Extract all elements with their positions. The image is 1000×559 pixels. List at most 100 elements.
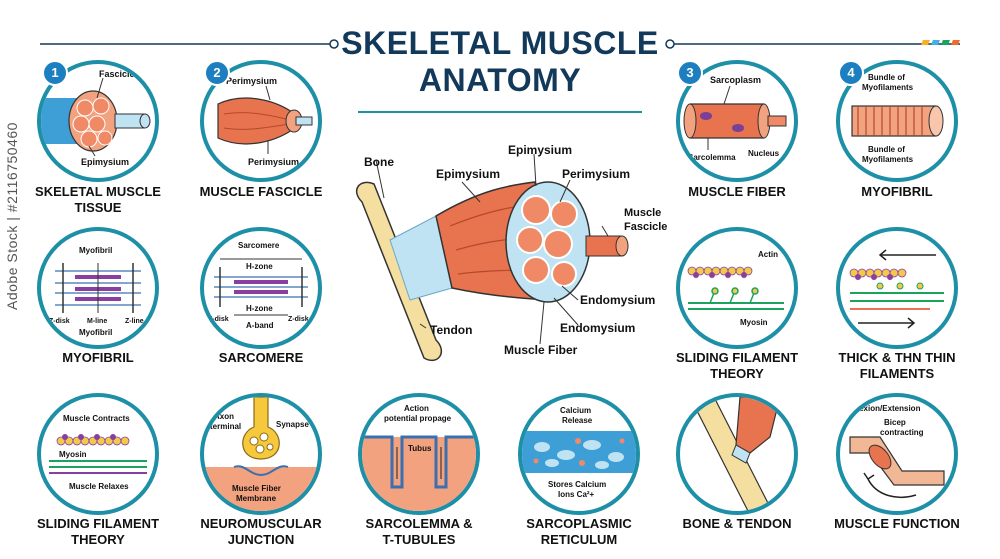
muscle-fiber-illustration: Sarcoplasm Sarcolemma Nucleus xyxy=(683,75,787,162)
callout-actin: Actin xyxy=(758,250,778,259)
callout-a-band: A-band xyxy=(246,321,274,330)
panel-label-line2: RETICULUM xyxy=(540,532,618,547)
panel-label-line2: TISSUE xyxy=(74,200,122,215)
callout-tubus: Tubus xyxy=(408,444,432,453)
panel-label-line1: SARCOPLASMIC xyxy=(526,516,632,531)
myofilament-bundle-illustration: Bundle of Myofilaments Bundle of Myofila… xyxy=(851,73,944,164)
center-label-endomysium-bottom: Endomysium xyxy=(560,321,635,335)
panel-label-line1: SLIDING FILAMENT xyxy=(36,516,160,531)
panel-label-line1: SARCOMERE xyxy=(218,350,304,365)
contraction-relaxation-illustration: Muscle Contracts Myosin Muscle Relaxes xyxy=(49,414,147,491)
fascicle-illustration: Perimysium Perimysium xyxy=(217,76,313,167)
sarcomere-illustration: Sarcomere H-zone H-zone Z-disk Z-disk A-… xyxy=(208,241,309,330)
illustration-circle: Sarcomere H-zone H-zone Z-disk Z-disk A-… xyxy=(200,227,322,349)
callout-membrane-1: Muscle Fiber xyxy=(232,484,281,493)
panel-label-line2: THEORY xyxy=(71,532,125,547)
panel-label-line1: MYOFIBRIL xyxy=(62,350,134,365)
illustration-circle: Sarcoplasm Sarcolemma Nucleus xyxy=(676,60,798,182)
panel-label-line1: MYOFIBRIL xyxy=(861,184,933,199)
panel-label-line1: MUSCLE FASCICLE xyxy=(199,184,323,199)
panel-label-line1: MUSCLE FIBER xyxy=(688,184,786,199)
callout-z-line: Z-line xyxy=(125,318,144,325)
callout-sarcomere: Sarcomere xyxy=(238,241,280,250)
callout-nucleus: Nucleus xyxy=(748,149,780,158)
center-muscle-anatomy-illustration: Bone Epimysium Epimysium Perimysium Musc… xyxy=(356,143,667,361)
center-label-epimysium-top: Epimysium xyxy=(508,143,572,157)
panel-label-line2: FILAMENTS xyxy=(859,366,935,381)
center-label-muscle-fiber: Muscle Fiber xyxy=(504,343,578,357)
callout-axon-2: terminal xyxy=(210,422,241,431)
center-label-perimysium: Perimysium xyxy=(562,167,630,181)
callout-myofibril-top: Myofibril xyxy=(79,246,112,255)
callout-perimysium-top: Perimysium xyxy=(226,76,277,86)
panel-label-line2: JUNCTION xyxy=(227,532,295,547)
t-tubules-illustration: Action potential propage Tubus xyxy=(362,404,476,511)
callout-stores-1: Stores Calcium xyxy=(548,480,606,489)
center-label-endomysium-right: Endomysium xyxy=(580,293,655,307)
step-badge: 4 xyxy=(838,60,864,86)
callout-bicep-1: Bicep xyxy=(884,418,906,427)
callout-myosin: Myosin xyxy=(59,450,87,459)
panel-label-line1: NEUROMUSCULAR xyxy=(200,516,322,531)
callout-bundle-top-2: Myofilaments xyxy=(862,83,914,92)
illustration-circle: Axon terminal Synapse Muscle Fiber Membr… xyxy=(200,393,322,515)
step-badge: 2 xyxy=(204,60,230,86)
panel-label-line2: T-TUBULES xyxy=(382,532,456,547)
callout-myosin: Myosin xyxy=(740,318,768,327)
callout-bundle-top-1: Bundle of xyxy=(868,73,905,82)
callout-release-2: Release xyxy=(562,416,593,425)
center-label-tendon: Tendon xyxy=(430,323,472,337)
illustration-circle xyxy=(836,227,958,349)
callout-action-1: Action xyxy=(404,404,429,413)
callout-synapse: Synapse xyxy=(276,420,309,429)
illustration-circle: Actin Myosin xyxy=(676,227,798,349)
panel-label-line2: THEORY xyxy=(710,366,764,381)
callout-sarcoplasm: Sarcoplasm xyxy=(710,75,761,85)
center-label-muscle-fascicle-2: Fascicle xyxy=(624,221,667,233)
center-label-muscle-fascicle-1: Muscle xyxy=(624,207,661,219)
reticulum-network-illustration: Calcium Release Stores Calcium Ions Ca²+ xyxy=(522,406,636,499)
panel-label-line1: SARCOLEMMA & xyxy=(365,516,473,531)
callout-bundle-bottom-1: Bundle of xyxy=(868,145,905,154)
callout-h-zone-bottom: H-zone xyxy=(246,304,273,313)
callout-epimysium: Epimysium xyxy=(81,157,129,167)
callout-z-disk: Z-disk xyxy=(49,318,70,325)
panel-label-line1: MUSCLE FUNCTION xyxy=(834,516,960,531)
bone-tendon-illustration xyxy=(689,397,781,511)
illustration-circle xyxy=(676,393,798,515)
callout-fascicle: Fascicle xyxy=(99,69,135,79)
callout-myofibril-bottom: Myofibril xyxy=(79,328,112,337)
center-label-epimysium-left: Epimysium xyxy=(436,167,500,181)
callout-m-line: M-line xyxy=(87,318,107,325)
step-badge: 3 xyxy=(677,60,703,86)
panel-label-line1: BONE & TENDON xyxy=(682,516,792,531)
callout-z-disk-left: Z-disk xyxy=(208,316,229,323)
thick-thin-filaments-illustration xyxy=(849,249,944,329)
header-rule-left xyxy=(40,39,339,49)
callout-h-zone-top: H-zone xyxy=(246,262,273,271)
panel-label-line1: SLIDING FILAMENT xyxy=(675,350,799,365)
callout-bicep-2: contracting xyxy=(880,428,924,437)
title-underline xyxy=(358,111,642,113)
callout-perimysium-bottom: Perimysium xyxy=(248,157,299,167)
neuromuscular-junction-illustration: Axon terminal Synapse Muscle Fiber Membr… xyxy=(204,397,318,511)
header-rule-right xyxy=(665,39,960,49)
illustration-circle: Calcium Release Stores Calcium Ions Ca²+ xyxy=(518,393,640,515)
callout-action-2: potential propage xyxy=(384,414,452,423)
panel-label-line1: SKELETAL MUSCLE xyxy=(35,184,161,199)
panel-label-line1: THICK & THN THIN xyxy=(838,350,956,365)
center-label-bone: Bone xyxy=(364,155,394,169)
actin-myosin-illustration: Actin Myosin xyxy=(687,250,784,327)
illustration-circle: Muscle Contracts Myosin Muscle Relaxes xyxy=(37,393,159,515)
page-title-line1: SKELETAL MUSCLE xyxy=(341,25,659,61)
step-badge: 1 xyxy=(42,60,68,86)
illustration-circle: Myofibril Z-disk M-line Z-line Myofibril xyxy=(37,227,159,349)
myofibril-bands-illustration: Myofibril Z-disk M-line Z-line Myofibril xyxy=(49,246,144,337)
illustration-circle: Action potential propage Tubus xyxy=(358,393,480,515)
tissue-cross-section-illustration: Fascicle Epimysium xyxy=(41,69,151,167)
callout-release-1: Calcium xyxy=(560,406,591,415)
callout-z-disk-right: Z-disk xyxy=(288,316,309,323)
illustration-circle: Flexion/Extension Bicep contracting xyxy=(836,393,958,515)
callout-membrane-2: Membrane xyxy=(236,494,277,503)
callout-axon-1: Axon xyxy=(214,412,234,421)
